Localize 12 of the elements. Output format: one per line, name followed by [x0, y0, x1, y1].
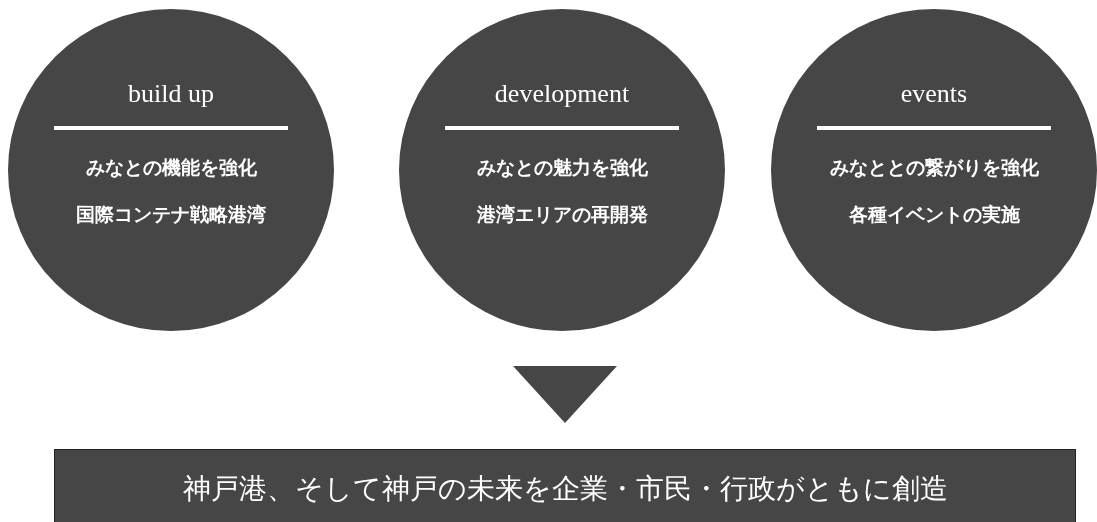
circle-heading: events	[900, 79, 968, 109]
circle-heading: development	[494, 79, 630, 109]
circle-text: 各種イベントの実施	[848, 202, 1020, 226]
banner-text: 神戸港、そして神戸の未来を企業・市民・行政がともに創造	[182, 472, 948, 506]
circle-text: みなととの繋がりを強化	[829, 155, 1039, 179]
circle-heading: build up	[128, 79, 214, 109]
circle-text: 国際コンテナ戦略港湾	[76, 202, 266, 226]
arrow	[513, 366, 617, 423]
circle-text: みなとの機能を強化	[85, 155, 257, 179]
conclusion-banner	[54, 449, 1076, 522]
circle-text: みなとの魅力を強化	[476, 155, 648, 179]
circle-text: 港湾エリアの再開発	[476, 202, 648, 226]
